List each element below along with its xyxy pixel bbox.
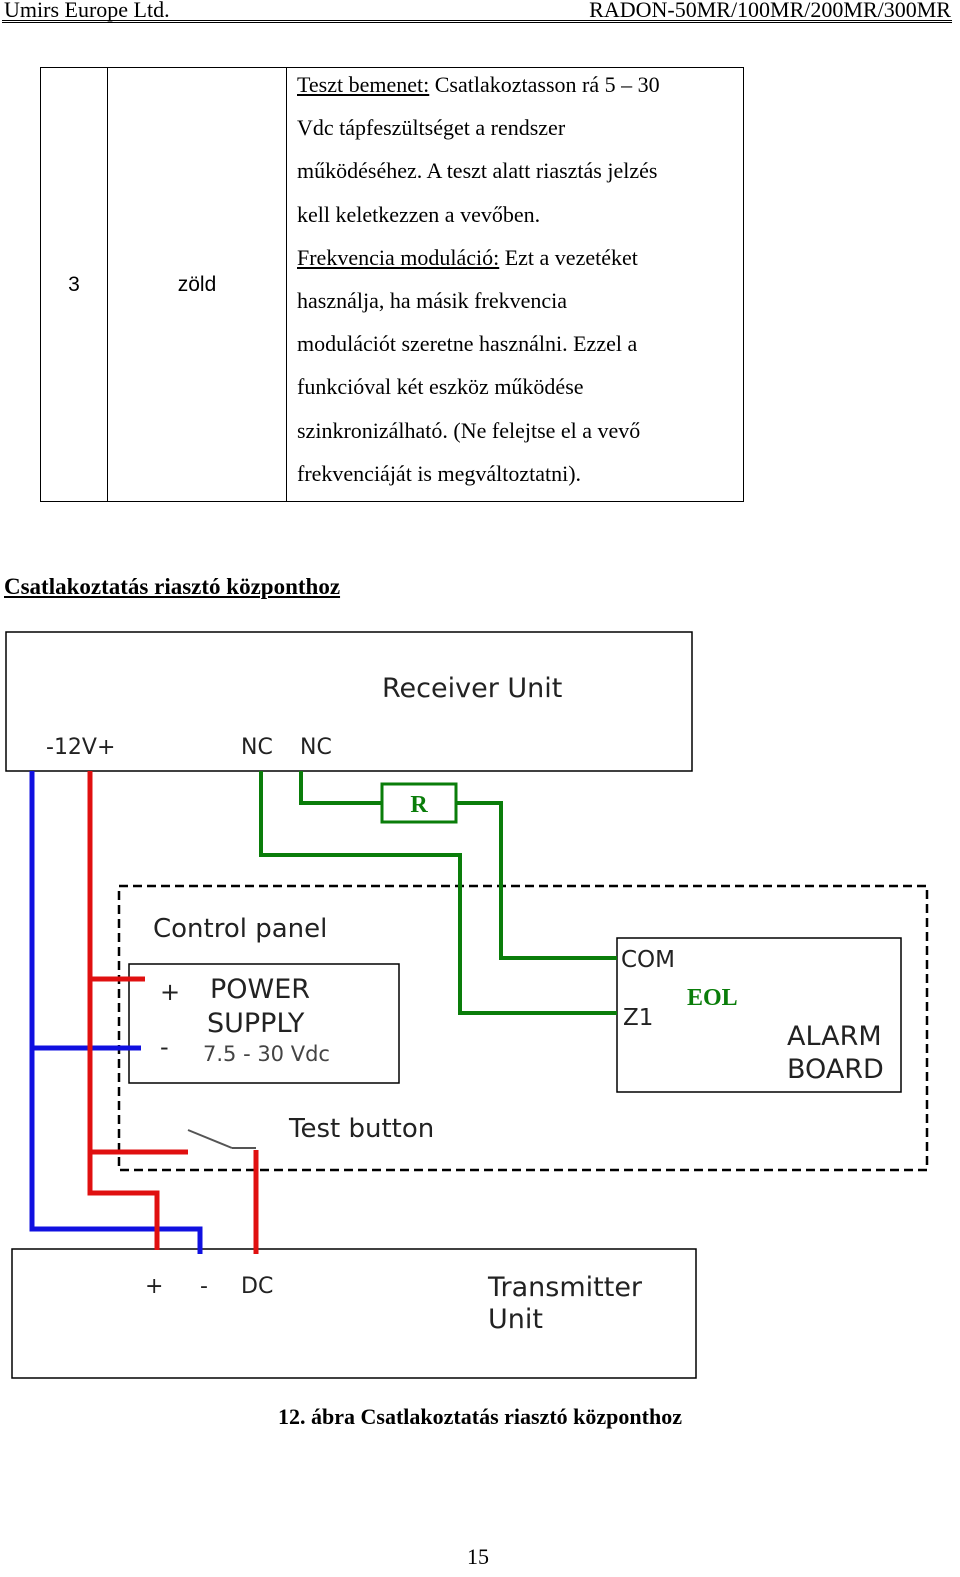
tx-dc-label: DC	[241, 1274, 273, 1299]
description-text: frekvenciáját is megváltoztatni).	[297, 460, 582, 486]
description-term: Frekvencia moduláció:	[297, 244, 500, 270]
transmitter-label-2: Unit	[488, 1304, 543, 1335]
description-line: funkcióval két eszköz működése	[297, 365, 733, 408]
description-text: Ezt a vezetéket	[499, 244, 638, 270]
description-line: Frekvencia moduláció: Ezt a vezetéket	[297, 236, 733, 279]
nc1-label: NC	[241, 735, 273, 760]
header-rule	[2, 20, 952, 23]
wire-red	[87, 771, 160, 1250]
description-text: funkcióval két eszköz működése	[297, 374, 584, 400]
header-model: RADON-50MR/100MR/200MR/300MR	[589, 0, 951, 22]
description-line: modulációt szeretne használni. Ezzel a	[297, 322, 733, 365]
description-line: használja, ha másik frekvencia	[297, 279, 733, 322]
description-text: szinkronizálható. (Ne felejtse el a vevő	[297, 417, 641, 443]
description-text: Csatlakoztasson rá 5 – 30	[429, 72, 660, 97]
description-line: szinkronizálható. (Ne felejtse el a vevő	[297, 409, 733, 452]
resistor-label: R	[410, 792, 428, 818]
table-row: 3 zöld Teszt bemenet: Csatlakoztasson rá…	[40, 67, 744, 502]
description-term: Teszt bemenet:	[297, 72, 430, 97]
nc2-label: NC	[300, 735, 332, 760]
transmitter-box	[11, 1248, 697, 1379]
power-supply-voltage: 7.5 - 30 Vdc	[203, 1042, 330, 1066]
description-line: Teszt bemenet: Csatlakoztasson rá 5 – 30	[297, 63, 733, 106]
transmitter-label-1: Transmitter	[487, 1272, 643, 1303]
description-text: használja, ha másik frekvencia	[297, 288, 567, 314]
description-line: Vdc tápfeszültséget a rendszer	[297, 106, 733, 149]
description-text: modulációt szeretne használni. Ezzel a	[297, 331, 638, 357]
wire-color: zöld	[107, 67, 287, 502]
description-line: frekvenciáját is megváltoztatni).	[297, 452, 733, 495]
wire-green-nc2	[299, 771, 382, 805]
description-text: Vdc tápfeszültséget a rendszer	[297, 115, 566, 141]
wire-number: 3	[40, 67, 108, 502]
page-number: 15	[467, 1544, 489, 1569]
power-supply-label-2: SUPPLY	[207, 1008, 305, 1039]
wire-green-com	[456, 801, 617, 960]
description-text: működéséhez. A teszt alatt riasztás jelz…	[297, 158, 658, 184]
control-panel-label: Control panel	[153, 914, 327, 944]
power-plus-label: +	[160, 978, 180, 1006]
com-label: COM	[621, 947, 675, 973]
test-button-switch	[187, 1129, 233, 1149]
figure-caption: 12. ábra Csatlakoztatás riasztó központh…	[278, 1404, 682, 1429]
receiver-unit-label: Receiver Unit	[382, 673, 562, 704]
description-line: kell keletkezzen a vevőben.	[297, 193, 733, 236]
header-company: Umirs Europe Ltd.	[4, 0, 170, 22]
wiring-diagram: Receiver Unit -12V+ NC NC R Control pane…	[5, 631, 929, 1379]
receiver-box	[5, 631, 693, 772]
test-button-label: Test button	[288, 1114, 434, 1144]
tx-plus-label: +	[145, 1274, 163, 1299]
alarm-board-label-1: ALARM	[787, 1021, 882, 1052]
wire-blue	[29, 771, 203, 1254]
power-minus-label: -	[160, 1033, 169, 1061]
z1-label: Z1	[623, 1005, 653, 1031]
tx-minus-label: -	[200, 1274, 208, 1299]
eol-label: EOL	[687, 985, 738, 1011]
power-supply-box	[128, 963, 400, 1084]
alarm-board-label-2: BOARD	[787, 1054, 884, 1085]
description-line: működéséhez. A teszt alatt riasztás jelz…	[297, 149, 733, 192]
receiver-power-label: -12V+	[46, 735, 115, 760]
resistor	[380, 782, 458, 824]
wire-green-nc1	[259, 771, 617, 1015]
description-text: kell keletkezzen a vevőben.	[297, 201, 541, 227]
wire-description: Teszt bemenet: Csatlakoztasson rá 5 – 30…	[286, 67, 744, 502]
wire-table: 3 zöld Teszt bemenet: Csatlakoztasson rá…	[40, 67, 744, 502]
power-supply-label-1: POWER	[210, 974, 310, 1005]
section-title: Csatlakoztatás riasztó központhoz	[4, 574, 341, 599]
